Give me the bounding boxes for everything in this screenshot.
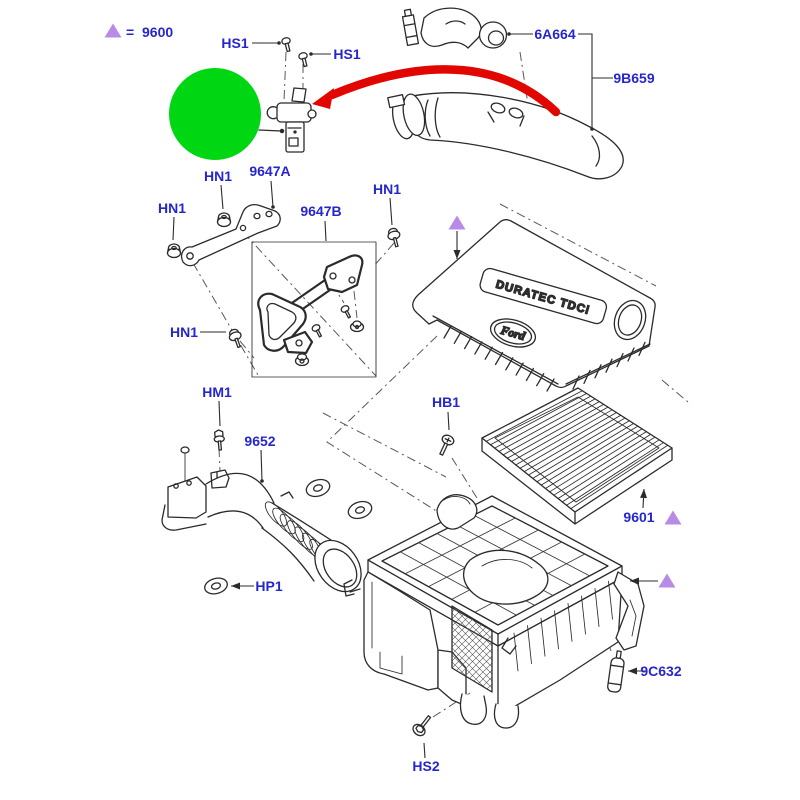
- leader-arrowhead: [628, 667, 637, 675]
- leader-line: [270, 180, 274, 208]
- duct-screw: [180, 446, 190, 454]
- callout-hn1-a[interactable]: HN1: [204, 168, 232, 184]
- assembly-marker-filter-marker: [664, 510, 682, 525]
- bolt-hn1-c: [387, 227, 401, 248]
- callout-hs1-a[interactable]: HS1: [221, 35, 248, 51]
- leader-line: [447, 411, 450, 431]
- part-mounting-bracket-9647b: [257, 254, 365, 367]
- part-air-cleaner-housing: [343, 494, 645, 729]
- ford-logo: Ford: [489, 318, 537, 348]
- leader-line: [389, 197, 393, 226]
- bolt-hs2: [412, 715, 432, 737]
- bolt-hn1-d: [228, 328, 242, 349]
- highlight-connector-line: [258, 128, 285, 134]
- legend-part-number[interactable]: 9600: [142, 24, 173, 40]
- part-intake-duct-9652: [161, 446, 362, 593]
- callout-hp1[interactable]: HP1: [255, 578, 282, 594]
- legend-equals: =: [126, 24, 134, 40]
- leader-dot: [590, 127, 594, 131]
- part-air-filter-element-9601: [481, 387, 673, 525]
- kit-box-9647b: [251, 241, 377, 378]
- leader-line: [172, 216, 175, 241]
- callout-hm1[interactable]: HM1: [202, 384, 232, 400]
- part-air-cleaner-cover: DURATEC TDCi Ford: [412, 219, 656, 392]
- callout-hn1-c[interactable]: HN1: [373, 181, 401, 197]
- nut-hn1-a: [216, 212, 232, 228]
- assembly-marker-housing-marker: [658, 573, 676, 588]
- washer-hp1: [204, 577, 228, 595]
- leader-line: [220, 184, 224, 210]
- assembly-marker-cover-marker: [448, 215, 466, 230]
- part-air-intake-hose-9b659: [387, 92, 624, 180]
- callout-9647b[interactable]: 9647B: [300, 203, 341, 219]
- callout-hs1-b[interactable]: HS1: [333, 46, 360, 62]
- install-direction-arrow: [312, 65, 561, 117]
- callout-9c632[interactable]: 9C632: [640, 663, 681, 679]
- leader-line: [423, 742, 426, 759]
- leader-arrowhead: [453, 250, 461, 259]
- leader-arrowhead: [231, 582, 240, 590]
- callout-9601[interactable]: 9601: [623, 509, 654, 525]
- leader-line: [324, 220, 327, 242]
- part-breather-hose-6a664: [401, 7, 508, 49]
- part-mounting-bracket-9647a: [180, 204, 281, 267]
- leader-arrowhead: [630, 577, 639, 585]
- screw-hb1: [439, 434, 455, 456]
- callout-9652[interactable]: 9652: [244, 433, 275, 449]
- callout-hn1-b[interactable]: HN1: [158, 200, 186, 216]
- screw-hs1-a: [281, 37, 291, 53]
- highlight-circle: [169, 68, 261, 160]
- nut-hn1-b: [166, 243, 182, 259]
- leader-arrowhead: [640, 489, 648, 499]
- screw-hm1: [213, 429, 225, 451]
- leader-dot: [260, 479, 264, 483]
- callout-hn1-d[interactable]: HN1: [170, 324, 198, 340]
- callout-hb1[interactable]: HB1: [432, 394, 460, 410]
- part-maf-sensor-9600: [266, 87, 317, 153]
- legend-triangle-icon: [104, 23, 122, 38]
- screw-hs1-b: [298, 52, 308, 68]
- leader-line: [578, 33, 593, 129]
- leader-line: [218, 400, 221, 427]
- leader-dot: [507, 32, 511, 36]
- callout-9647a[interactable]: 9647A: [249, 163, 290, 179]
- leader-dot: [277, 41, 281, 45]
- valve-9c632: [607, 650, 625, 693]
- leader-dot: [309, 52, 313, 56]
- grommet-ring-b: [347, 500, 373, 520]
- callout-6a664[interactable]: 6A664: [534, 26, 575, 42]
- leader-dot: [271, 205, 275, 209]
- callout-9b659[interactable]: 9B659: [613, 70, 654, 86]
- callout-hs2[interactable]: HS2: [412, 758, 439, 774]
- grommet-ring-a: [305, 478, 331, 498]
- leader-line: [260, 449, 263, 482]
